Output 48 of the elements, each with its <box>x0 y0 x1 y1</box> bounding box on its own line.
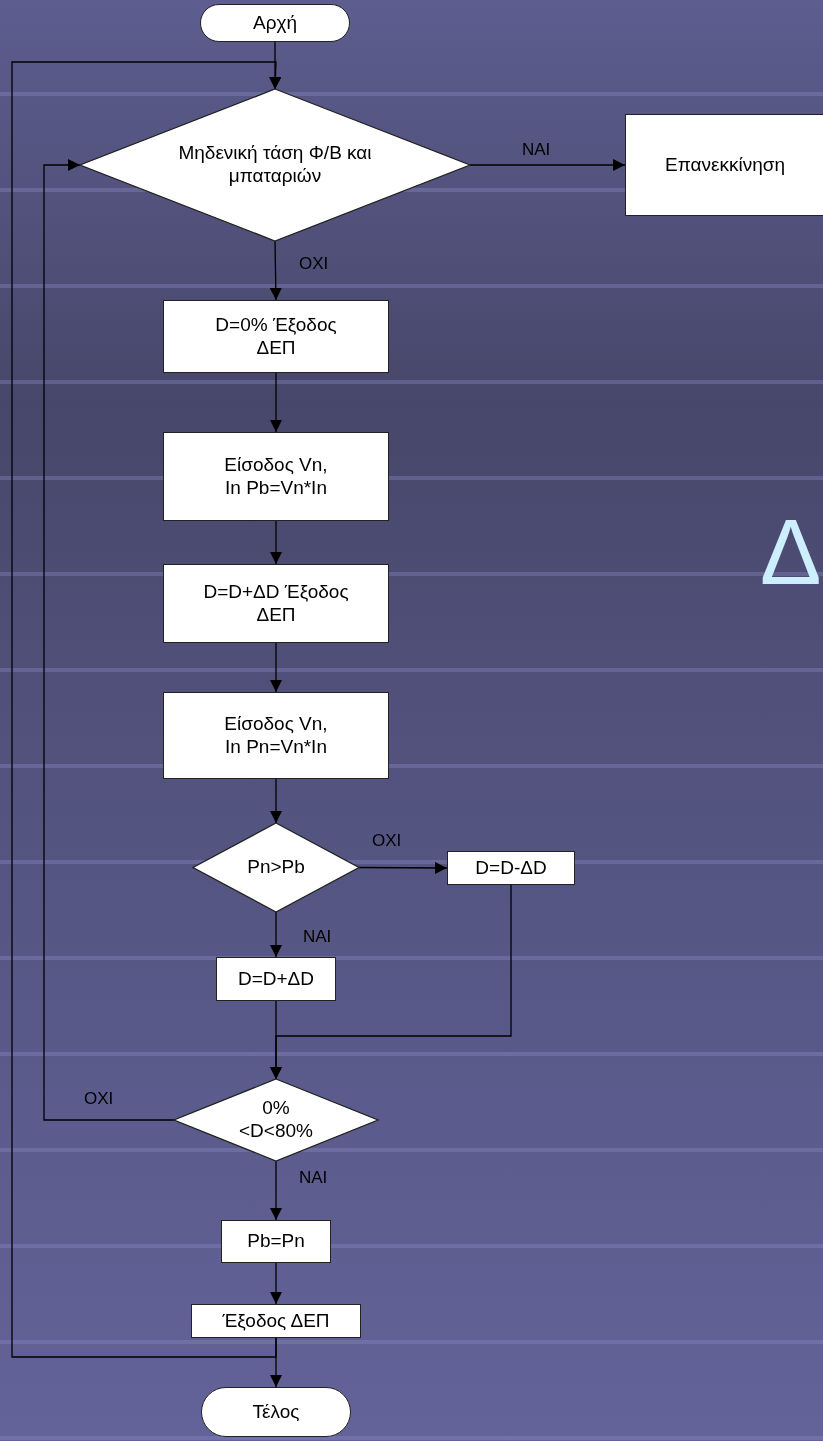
node-label: Τέλος <box>252 1400 300 1424</box>
arrow <box>270 520 282 565</box>
edge-label: ΟΧΙ <box>372 831 402 851</box>
arrow <box>358 861 448 874</box>
node-label: D=D+ΔD Έξοδος ΔΕΠ <box>202 580 350 627</box>
arrow <box>469 159 626 171</box>
edge-label: ΟΧΙ <box>84 1089 114 1109</box>
heading-fragment: Δ <box>760 506 822 598</box>
decision-diamond <box>80 89 470 241</box>
arrow <box>270 911 282 958</box>
process-box <box>216 957 336 1001</box>
arrow <box>43 159 175 1121</box>
arrow <box>270 884 512 1080</box>
arrow <box>269 240 282 301</box>
end-terminal <box>201 1387 351 1437</box>
node-label: 0%<D<80% <box>238 1097 314 1143</box>
edge-label: ΝΑΙ <box>303 927 332 947</box>
process-box <box>221 1220 331 1263</box>
node-label: Pb=Pn <box>247 1230 305 1253</box>
process-box <box>163 692 389 779</box>
process-box <box>163 300 389 373</box>
node-label: Αρχή <box>253 11 297 35</box>
edge-label: ΝΑΙ <box>522 140 551 160</box>
edge-label: ΟΧΙ <box>299 254 329 274</box>
edge-label: ΝΑΙ <box>299 1168 328 1188</box>
node-label: Έξοδος ΔΕΠ <box>222 1309 330 1333</box>
process-box <box>163 564 389 643</box>
node-label: D=D-ΔD <box>475 856 547 880</box>
arrow <box>270 642 282 693</box>
node-label: D=D+ΔD <box>237 967 314 991</box>
node-label: Είσοδος Vn, In Pb=Vn*In <box>223 453 329 500</box>
node-label: Επανεκκίνηση <box>664 153 786 177</box>
node-label: Είσοδος Vn, In Pn=Vn*In <box>223 712 329 759</box>
node-label: Pn>Pb <box>247 856 305 879</box>
process-box <box>191 1304 361 1338</box>
arrow <box>270 372 282 433</box>
node-label: D=0% Έξοδος ΔΕΠ <box>214 313 338 360</box>
arrow <box>11 61 282 1358</box>
process-box <box>625 114 823 216</box>
node-label: Μηδενική τάση Φ/Β και μπαταριών <box>177 142 373 188</box>
process-box <box>163 432 389 521</box>
decision-diamond <box>174 1079 378 1161</box>
process-box <box>447 851 575 885</box>
arrow <box>270 1262 282 1305</box>
arrow <box>270 1160 282 1221</box>
decision-diamond <box>193 823 359 912</box>
arrow <box>270 778 282 824</box>
start-terminal <box>200 4 350 42</box>
